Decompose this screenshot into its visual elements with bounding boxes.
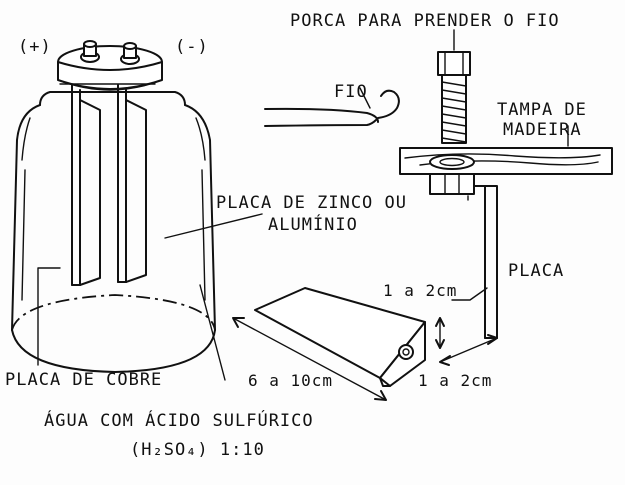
label-lid-1: TAMPA DE bbox=[497, 100, 587, 120]
label-acid-formula: (H₂SO₄) 1:10 bbox=[130, 440, 265, 460]
label-nut: PORCA PARA PRENDER O FIO bbox=[290, 11, 560, 31]
leader-zinc bbox=[164, 213, 263, 239]
wooden-lid bbox=[399, 147, 613, 175]
label-negative: (-) bbox=[175, 37, 209, 57]
bolt bbox=[437, 51, 471, 144]
terminal-negative-post bbox=[120, 42, 140, 65]
label-lid-2: MADEIRA bbox=[503, 120, 582, 140]
leader-copper bbox=[37, 267, 61, 366]
dim-small-top bbox=[435, 287, 488, 349]
label-zinc-2: ALUMÍNIO bbox=[268, 213, 358, 235]
glass-jar bbox=[11, 91, 216, 373]
under-nut bbox=[429, 173, 475, 201]
label-wire: FIO bbox=[334, 82, 368, 102]
wire bbox=[264, 89, 400, 127]
leader-acid bbox=[199, 284, 226, 381]
label-acid: ÁGUA COM ÁCIDO SULFÚRICO bbox=[44, 409, 314, 431]
hanging-plate bbox=[473, 185, 498, 339]
bent-plate-detail bbox=[254, 287, 426, 387]
label-positive: (+) bbox=[18, 37, 52, 57]
dim-small-bottom bbox=[439, 334, 498, 366]
leader-wire bbox=[359, 87, 371, 109]
label-zinc-1: PLACA DE ZINCO OU bbox=[216, 193, 407, 213]
label-copper: PLACA DE COBRE bbox=[5, 370, 162, 390]
electrode-plates bbox=[59, 83, 156, 286]
label-plate: PLACA bbox=[508, 261, 564, 281]
dim-long bbox=[232, 317, 387, 401]
label-dim-long: 6 a 10cm bbox=[248, 371, 333, 390]
terminal-positive-post bbox=[80, 40, 100, 63]
label-dim-small-top: 1 a 2cm bbox=[383, 281, 457, 300]
label-dim-small-bottom: 1 a 2cm bbox=[418, 371, 492, 390]
